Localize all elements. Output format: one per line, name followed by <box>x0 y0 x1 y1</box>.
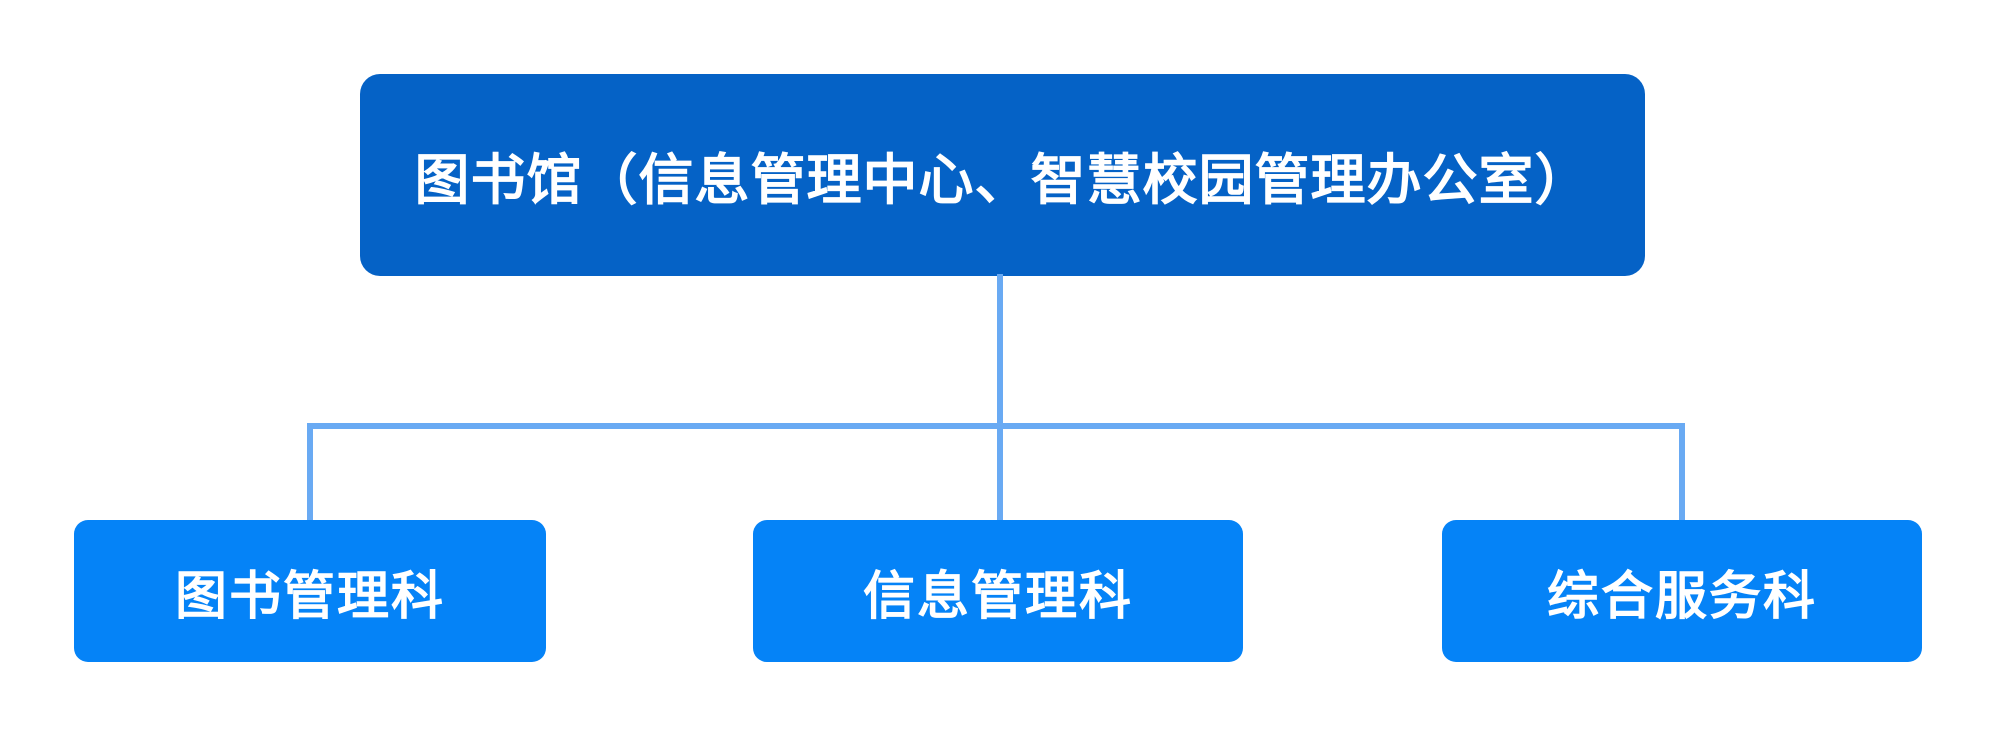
org-node-information-management: 信息管理科 <box>753 520 1243 662</box>
org-node-book-management: 图书管理科 <box>74 520 546 662</box>
connector-left-vertical-line <box>307 426 313 522</box>
connector-center-vertical-line <box>997 426 1003 522</box>
connector-root-vertical-line <box>997 274 1003 426</box>
org-node-general-services: 综合服务科 <box>1442 520 1922 662</box>
org-node-label: 图书馆（信息管理中心、智慧校园管理办公室） <box>414 149 1591 211</box>
connector-right-vertical-line <box>1679 426 1685 522</box>
org-node-label: 综合服务科 <box>1546 567 1817 626</box>
org-node-label: 图书管理科 <box>174 567 445 626</box>
connector-horizontal-line <box>307 423 1685 429</box>
org-node-label: 信息管理科 <box>862 567 1133 626</box>
org-node-library-root: 图书馆（信息管理中心、智慧校园管理办公室） <box>360 74 1645 276</box>
